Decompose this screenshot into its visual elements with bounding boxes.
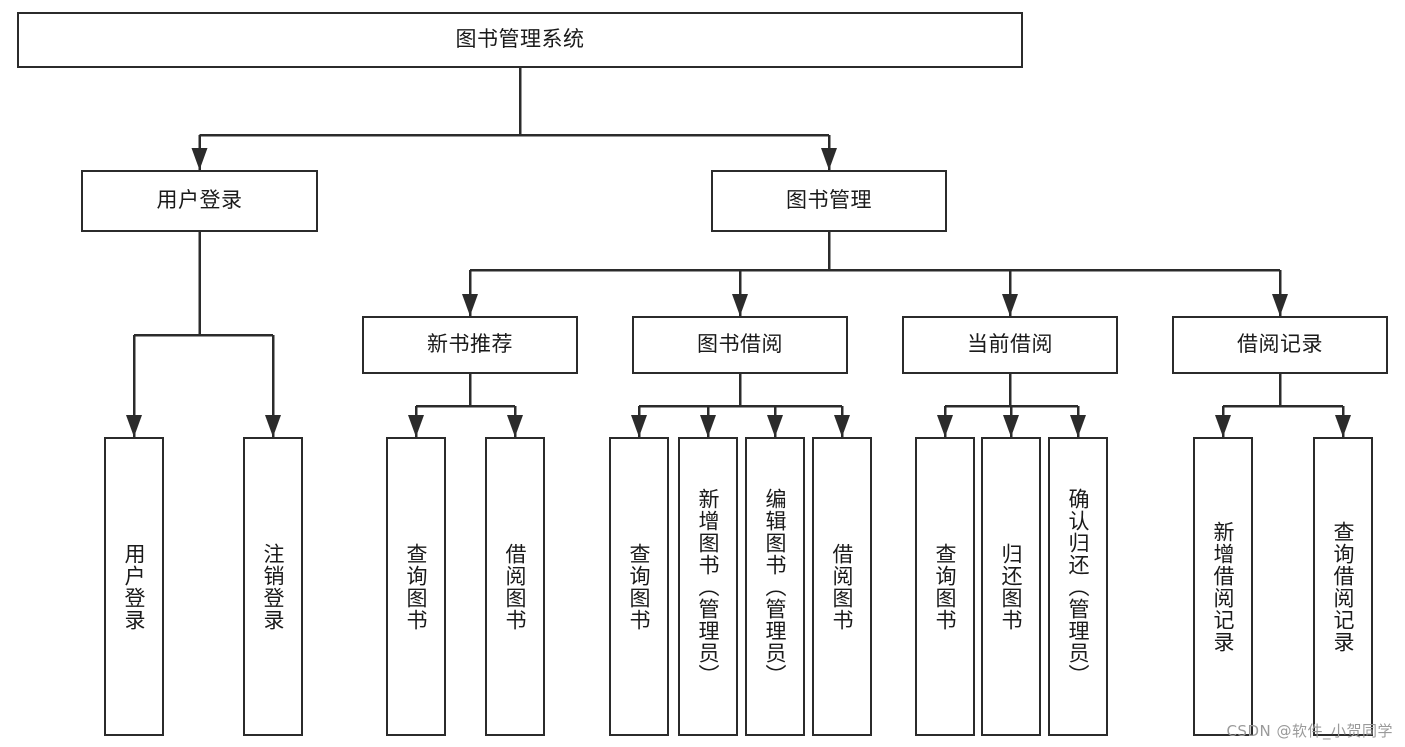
node-leaf-rec-query[interactable]: 查询借阅记录: [1313, 437, 1373, 736]
node-leaf-borrow-query[interactable]: 查询图书: [609, 437, 669, 736]
node-label: 注销登录: [261, 542, 286, 631]
node-current[interactable]: 当前借阅: [902, 316, 1118, 374]
node-leaf-rec-add[interactable]: 新增借阅记录: [1193, 437, 1253, 736]
node-leaf-logout[interactable]: 注销登录: [243, 437, 303, 736]
node-leaf-user-login[interactable]: 用户登录: [104, 437, 164, 736]
node-leaf-cur-return[interactable]: 归还图书: [981, 437, 1041, 736]
node-label: 用户登录: [156, 188, 243, 213]
node-label: 编辑图书（管理员）: [763, 487, 788, 686]
node-label: 图书借阅: [697, 332, 783, 357]
node-label: 用户登录: [122, 542, 147, 631]
node-label: 借阅图书: [503, 542, 528, 631]
node-leaf-borrow-add[interactable]: 新增图书（管理员）: [678, 437, 738, 736]
node-label: 图书管理: [786, 188, 872, 213]
node-borrow[interactable]: 图书借阅: [632, 316, 848, 374]
node-label: 查询图书: [404, 542, 429, 631]
node-login[interactable]: 用户登录: [81, 170, 318, 232]
node-leaf-new-borrow[interactable]: 借阅图书: [485, 437, 545, 736]
node-records[interactable]: 借阅记录: [1172, 316, 1388, 374]
node-leaf-borrow-edit[interactable]: 编辑图书（管理员）: [745, 437, 805, 736]
node-bookmgmt[interactable]: 图书管理: [711, 170, 947, 232]
node-label: 当前借阅: [967, 332, 1053, 357]
node-leaf-cur-query[interactable]: 查询图书: [915, 437, 975, 736]
node-leaf-new-query[interactable]: 查询图书: [386, 437, 446, 736]
node-label: 确认归还（管理员）: [1066, 487, 1091, 686]
node-label: 查询借阅记录: [1331, 520, 1356, 653]
node-label: 新书推荐: [427, 332, 513, 357]
node-label: 查询图书: [933, 542, 958, 631]
node-label: 图书管理系统: [455, 27, 585, 52]
node-label: 查询图书: [627, 542, 652, 631]
node-label: 借阅记录: [1237, 332, 1323, 357]
node-label: 新增图书（管理员）: [696, 487, 721, 686]
node-label: 借阅图书: [830, 542, 855, 631]
watermark-text: CSDN @软件_小贺同学: [1226, 722, 1393, 740]
node-root[interactable]: 图书管理系统: [17, 12, 1023, 68]
node-leaf-borrow-take[interactable]: 借阅图书: [812, 437, 872, 736]
node-leaf-cur-confirm[interactable]: 确认归还（管理员）: [1048, 437, 1108, 736]
node-newbook[interactable]: 新书推荐: [362, 316, 578, 374]
node-label: 归还图书: [999, 542, 1024, 631]
node-label: 新增借阅记录: [1211, 520, 1236, 653]
